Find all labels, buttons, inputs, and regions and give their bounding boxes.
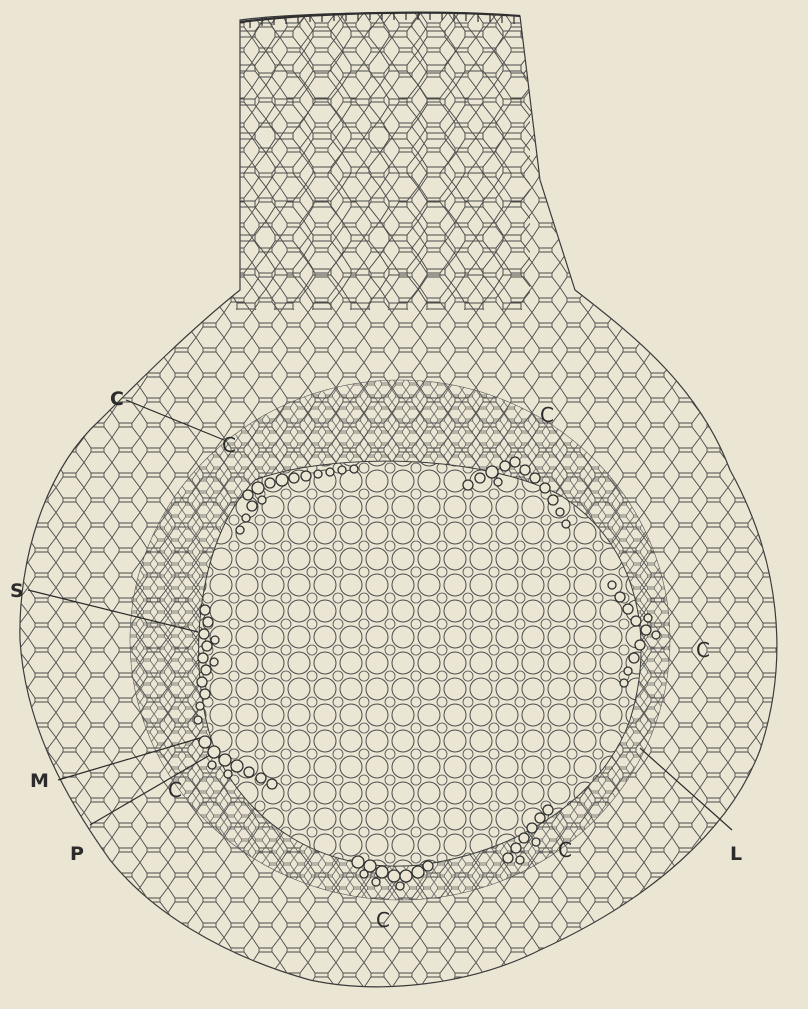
tissue-letter-c: C — [558, 838, 572, 862]
tissue-letter-c: C — [696, 638, 710, 662]
label-l: L — [730, 843, 742, 865]
tissue-letter-c: C — [540, 403, 554, 427]
label-c: C — [110, 388, 124, 410]
tissue-letter-c: C — [168, 778, 182, 802]
label-m: M — [30, 770, 49, 792]
label-s: S — [10, 580, 24, 602]
tissue-letter-c: C — [376, 908, 390, 932]
label-p: P — [70, 843, 84, 865]
tissue-letter-c: C — [222, 433, 236, 457]
